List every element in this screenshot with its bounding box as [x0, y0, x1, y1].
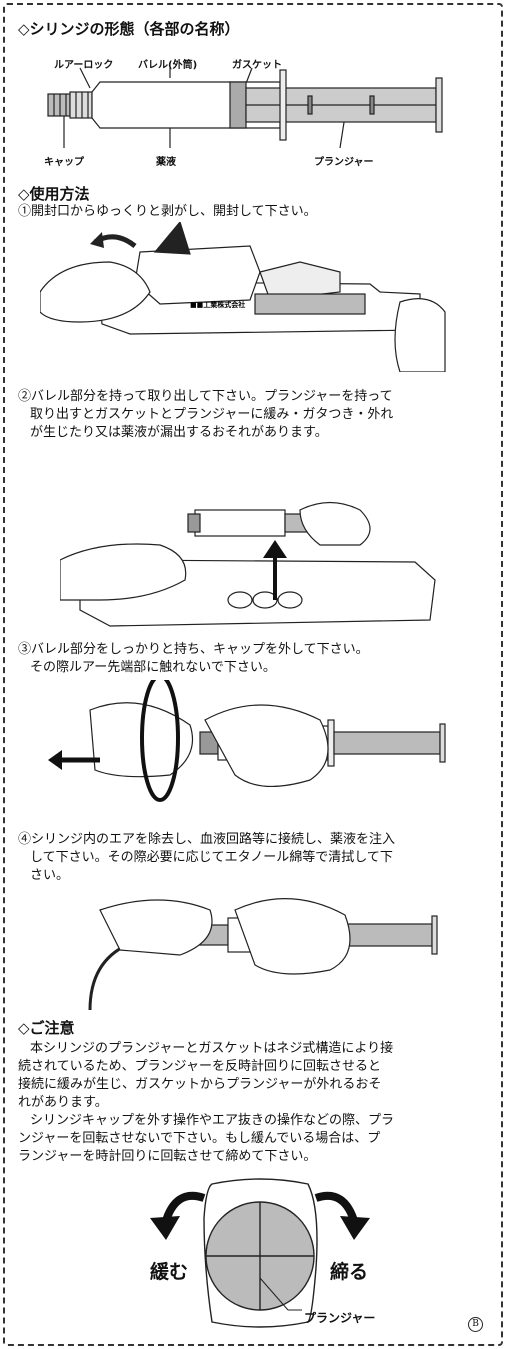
label-loosen: 緩む: [150, 1261, 189, 1283]
label-plunger-bottom: プランジャー: [304, 1311, 376, 1325]
step-4-line-3: さい。: [30, 868, 70, 883]
caution-line-7: ランジャーを時計回りに回転させて締めて下さい。: [18, 1149, 317, 1164]
illustration-open-package: ■■工業株式会社: [40, 222, 446, 372]
caution-line-4: れがあります。: [18, 1095, 108, 1110]
caution-line-6: ンジャーを回転させないで下さい。もし緩んでいる場合は、プ: [18, 1131, 381, 1146]
page-border: [3, 3, 503, 1346]
step-1-text: ①開封口からゆっくりと剥がし、開封して下さい。: [18, 204, 317, 219]
section-heading-usage: ◇使用方法: [18, 185, 90, 203]
syringe-diagram: [47, 67, 443, 149]
label-cap: キャップ: [44, 157, 84, 168]
caution-line-1: 本シリンジのプランジャーとガスケットはネジ式構造により接: [30, 1041, 394, 1056]
footer-mark: B: [468, 1317, 483, 1332]
illustration-remove-cap: [48, 680, 446, 802]
plunger-rotation-diagram: [150, 1178, 370, 1328]
label-luer-lock: ルアーロック: [54, 60, 114, 71]
label-plunger: プランジャー: [314, 157, 374, 168]
section-heading-syringe-parts: ◇シリンジの形態（各部の名称）: [18, 20, 240, 38]
caution-line-2: 続されているため、プランジャーを反時計回りに回転させると: [18, 1059, 381, 1074]
step-4-line-1: ④シリンジ内のエアを除去し、血液回路等に接続し、薬液を注入: [18, 832, 396, 847]
label-tighten: 締る: [330, 1261, 369, 1283]
step-2-line-3: が生じたり又は薬液が漏出するおそれがあります。: [30, 425, 328, 440]
step-2-line-1: ②バレル部分を持って取り出して下さい。プランジャーを持って: [18, 389, 393, 404]
tray-imprint: ■■工業株式会社: [190, 300, 245, 309]
section-heading-caution: ◇ご注意: [18, 1019, 75, 1037]
step-2-line-2: 取り出すとガスケットとプランジャーに緩み・ガタつき・外れ: [30, 407, 394, 422]
step-4-line-2: して下さい。その際必要に応じてエタノール綿等で清拭して下: [30, 850, 393, 865]
label-gasket: ガスケット: [232, 60, 282, 71]
caution-line-3: 接続に緩みが生じ、ガスケットからプランジャーが外れるおそ: [18, 1077, 382, 1092]
illustration-take-out-syringe: [60, 501, 436, 627]
label-drug: 薬液: [156, 157, 176, 168]
step-3-line-2: その際ルアー先端部に触れないで下さい。: [30, 660, 276, 675]
illustration-connect-syringe: [88, 898, 438, 1010]
caution-line-5: シリンジキャップを外す操作やエア抜きの操作などの際、プラ: [30, 1113, 395, 1128]
label-barrel: バレル(外筒): [138, 60, 198, 71]
step-3-line-1: ③バレル部分をしっかりと持ち、キャップを外して下さい。: [18, 642, 369, 657]
